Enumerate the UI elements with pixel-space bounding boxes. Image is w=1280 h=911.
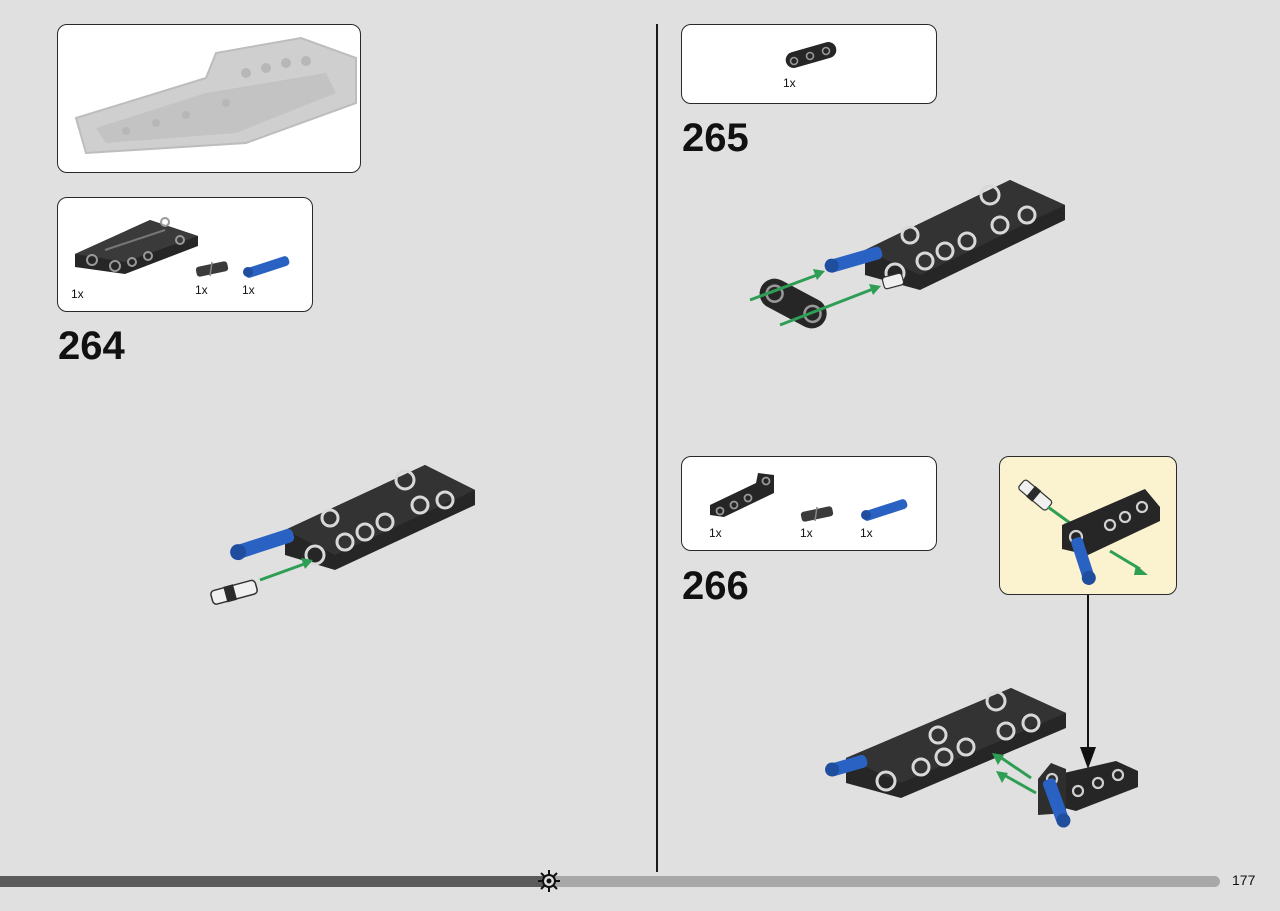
part-qty: 1x xyxy=(860,526,873,540)
part-qty: 1x xyxy=(242,283,255,297)
black-3-hole-beam-icon xyxy=(785,42,837,68)
blue-axle-pin-icon xyxy=(861,499,908,521)
black-friction-pin-icon xyxy=(195,261,229,277)
ghosted-chassis-icon xyxy=(74,36,357,155)
page-divider xyxy=(656,24,658,872)
step-264-assembly-icon xyxy=(210,465,475,605)
part-qty: 1x xyxy=(709,526,722,540)
step-265-assembly-icon xyxy=(749,180,1065,329)
part-qty: 1x xyxy=(195,283,208,297)
step-number: 264 xyxy=(58,324,125,368)
step-number: 266 xyxy=(682,564,749,608)
step-number: 265 xyxy=(682,116,749,160)
step-266-assembly-icon xyxy=(825,688,1138,828)
parts-list-265: 1x xyxy=(681,24,937,104)
subassembly-callout xyxy=(999,456,1177,595)
page-number: 177 xyxy=(1232,872,1256,888)
previous-model-panel xyxy=(57,24,361,173)
progress-bar-completed xyxy=(0,876,549,887)
part-qty: 1x xyxy=(783,76,796,90)
part-qty: 1x xyxy=(800,526,813,540)
black-angled-beam-icon xyxy=(710,473,774,517)
progress-bar-remaining xyxy=(549,876,1220,887)
parts-list-266: 1x 1x 1x xyxy=(681,456,937,551)
progress-marker-icon xyxy=(538,870,560,892)
parts-list-264: 1x 1x 1x xyxy=(57,197,313,312)
subassembly-callout-icon xyxy=(1018,479,1160,585)
black-friction-pin-icon xyxy=(800,506,834,522)
black-double-beam-plate-icon xyxy=(75,217,198,274)
callout-pointer-arrow-icon xyxy=(1080,595,1096,769)
blue-axle-pin-icon xyxy=(243,256,290,278)
part-qty: 1x xyxy=(71,287,84,301)
